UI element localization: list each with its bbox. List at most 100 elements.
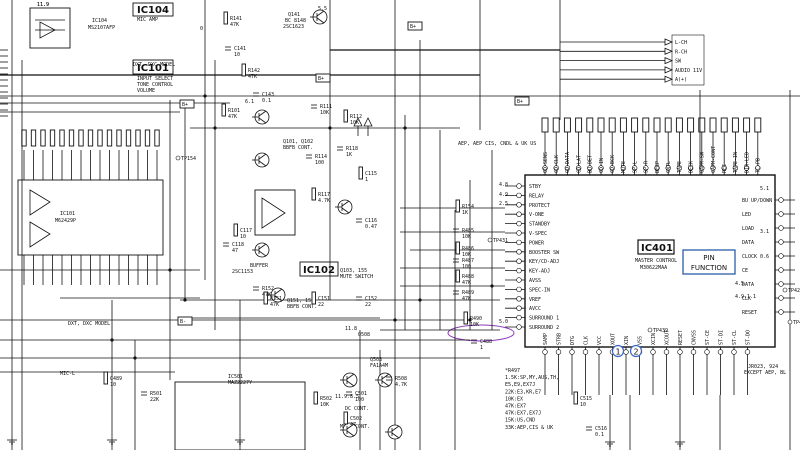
ic104-label: IC104 bbox=[137, 5, 169, 16]
bplus-tag-3: B+ bbox=[179, 99, 195, 109]
component-ref: C117 bbox=[240, 228, 252, 234]
component-ref: C151 bbox=[318, 296, 330, 302]
component-ref: R485 bbox=[462, 228, 474, 234]
component-ref: R114 bbox=[315, 154, 327, 160]
ic401-bottom-pin: RESET bbox=[678, 330, 684, 345]
component-ref: C143 bbox=[262, 92, 274, 98]
ic401-bottom-pin: XIN bbox=[624, 336, 630, 345]
component-value: 1K bbox=[462, 210, 468, 216]
mic-l-label: MIC-L bbox=[60, 371, 75, 377]
ic401-bottom-pin: ST-DI bbox=[718, 330, 724, 345]
ic102-subtitle: MUTE SWITCH bbox=[340, 274, 373, 280]
component-value: 0.1 bbox=[595, 432, 604, 438]
component-ref: R152 bbox=[262, 286, 274, 292]
component-ref: R112 bbox=[350, 114, 362, 120]
component-ref: R502 bbox=[320, 396, 332, 402]
component-value: 100 bbox=[355, 397, 364, 403]
ic102-label: IC102 bbox=[303, 265, 335, 276]
voltage-label: 0.6 bbox=[760, 254, 769, 260]
ic101-subtitle-2: TONE CONTROL bbox=[137, 82, 173, 88]
resistor-model-line: 47K:EX7,EX7J bbox=[505, 411, 541, 417]
svg-text:IC104: IC104 bbox=[92, 18, 107, 24]
ic401-block: IC401 MASTER CONTROL M30622MAA PIN FUNCT… bbox=[505, 117, 795, 395]
test-point-label: TP428 bbox=[788, 288, 800, 294]
voltage-label: 0 bbox=[200, 26, 203, 32]
resistor-model-line: 15K:US,CND bbox=[505, 418, 535, 424]
marker-1[interactable]: 1 bbox=[611, 344, 625, 358]
ic401-right-pin: RESET bbox=[742, 310, 757, 316]
svg-text:B+: B+ bbox=[517, 99, 523, 105]
svg-text:MS2107AFP: MS2107AFP bbox=[88, 25, 115, 31]
ic401-left-pin: V-ONE bbox=[529, 212, 544, 218]
component-value: 10K bbox=[470, 322, 479, 328]
component-value: 10 bbox=[110, 382, 116, 388]
ic401-left-pin: SURROUND 2 bbox=[529, 325, 559, 331]
dxt-model-note: DXT, DXC MODEL bbox=[133, 62, 175, 68]
q141-part: BC 8148 bbox=[285, 18, 306, 24]
ic501-label: IC501 bbox=[228, 374, 243, 380]
component-ref: C152 bbox=[365, 296, 377, 302]
connector-label: SW bbox=[675, 59, 682, 65]
ic401-left-pin: POWER bbox=[529, 240, 545, 246]
q103-label: Q103, 155 bbox=[340, 268, 367, 274]
ic401-bottom-pin: VSS bbox=[637, 336, 643, 345]
ic401-top-pin: REC bbox=[722, 164, 728, 173]
component-ref: R118 bbox=[346, 146, 358, 152]
ic401-top-pin: DIR-LED bbox=[744, 152, 750, 173]
component-value: 0.47 bbox=[365, 224, 377, 230]
ic401-bottom-pin: XCOUT bbox=[664, 330, 670, 345]
component-ref: R117 bbox=[318, 192, 330, 198]
bplus-tag-4: B+ bbox=[514, 96, 530, 106]
q101-sub: BBFB CONT. bbox=[283, 145, 313, 151]
component-value: 4.7K bbox=[395, 382, 407, 388]
ic401-bottom-pin: ST-CL bbox=[732, 330, 738, 345]
test-point-label: TP154 bbox=[181, 156, 196, 162]
component-ref: R101 bbox=[228, 108, 240, 114]
voltage-labels: 11.911.86.105.54.84.92.53.10.65.05.14.51… bbox=[37, 2, 800, 400]
buffer-label: BUFFER bbox=[250, 263, 269, 269]
pin-function-line-2: FUNCTION bbox=[691, 264, 727, 272]
ic401-bottom-pin: STRB bbox=[556, 333, 562, 345]
component-value: 10K bbox=[462, 252, 471, 258]
component-ref: C115 bbox=[365, 171, 377, 177]
pin-function-box[interactable] bbox=[682, 249, 736, 275]
ic401-subtitle-2: M30622MAA bbox=[640, 265, 667, 271]
ic401-left-pin: STANDBY bbox=[529, 222, 550, 228]
aep-note: AEP, AEP CIS, CNDL & UK US bbox=[458, 141, 536, 147]
svg-text:11.9: 11.9 bbox=[37, 2, 49, 8]
ic401-bottom-pin: XCIN bbox=[651, 333, 657, 345]
connector-label: L-CH bbox=[675, 40, 687, 46]
voltage-label: 6.1 bbox=[245, 99, 254, 105]
voltage-label: 4.9.1.1 bbox=[735, 294, 756, 300]
component-ref: C116 bbox=[365, 218, 377, 224]
q151-label: Q151, 152 bbox=[287, 298, 314, 304]
ic401-top-pin: CD-CLK bbox=[554, 155, 560, 173]
marker-2[interactable]: 2 bbox=[629, 344, 643, 358]
ic401-left-pin: SPEC-IN bbox=[529, 287, 550, 293]
pin-function-line-1: PIN bbox=[703, 254, 715, 262]
q508-label: Q508 bbox=[358, 332, 370, 338]
resistor-model-line: 33K:AEP,CIS & UK bbox=[505, 425, 553, 431]
ic104-subtitle: MIC AMP bbox=[137, 17, 158, 23]
component-value: 47K bbox=[270, 302, 279, 308]
ic401-top-pin: CD-LAT bbox=[576, 155, 582, 173]
component-value: 47K bbox=[228, 114, 237, 120]
ic401-bottom-pin: VCC bbox=[597, 336, 603, 345]
component-ref: C502 bbox=[350, 416, 362, 422]
component-ref: R486 bbox=[462, 246, 474, 252]
ic401-right-pin: BU UP/DOWN bbox=[742, 198, 772, 204]
svg-text:B+: B+ bbox=[410, 24, 416, 30]
component-value: 0.1 bbox=[262, 98, 271, 104]
component-ref: C516 bbox=[595, 426, 607, 432]
component-ref: C118 bbox=[232, 242, 244, 248]
voltage-label: 4.9 bbox=[499, 192, 508, 198]
q508-sub: DC CONT. bbox=[345, 406, 369, 412]
component-value: 47K bbox=[462, 280, 471, 286]
ic401-top-pin: TAPE-IN bbox=[733, 152, 739, 173]
ic104-block: IC104 MIC AMP IC104 MS2107AFP 11.9 bbox=[29, 2, 174, 49]
buffer-part: 2SC1153 bbox=[232, 269, 253, 275]
component-value: 47K bbox=[462, 296, 471, 302]
